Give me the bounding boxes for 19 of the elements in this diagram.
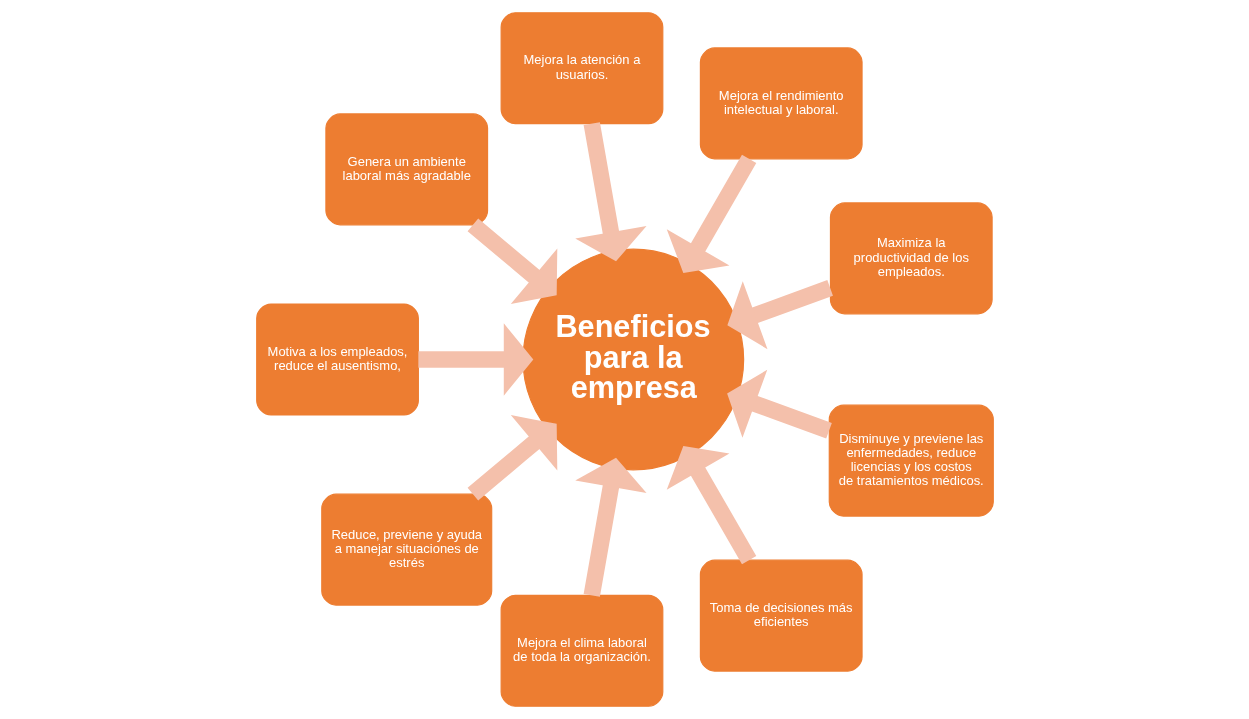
node-box: Mejora la atención a usuarios. [500, 12, 663, 125]
node-box: Toma de decisiones más eficientes [699, 559, 863, 672]
arrow [467, 218, 557, 304]
node-circle: Beneficios para la empresa [521, 248, 744, 471]
arrow [726, 369, 832, 439]
node-box: Maximiza la productividad de los empleados. [829, 202, 993, 315]
node-box: Genera un ambiente laboral más agradable [324, 113, 488, 226]
node-box: Reduce, previene y ayuda a manejar situaciones de estrés [320, 493, 492, 606]
arrow [574, 457, 647, 597]
arrow [726, 280, 833, 350]
node-box: Motiva a los empleados, reduce el ausentismo, [255, 303, 419, 416]
arrow [666, 154, 756, 273]
node-box: Mejora el clima laboral de toda la organización. [500, 594, 663, 707]
arrow [467, 415, 557, 501]
arrow [666, 446, 756, 565]
node-box: Disminuye y previene las enfermedades, reduce licencias y los costos de tratamientos médicos. [828, 404, 994, 517]
arrow [574, 122, 647, 262]
node-box: Mejora el rendimiento intelectual y laboral. [699, 47, 863, 160]
arrow [417, 323, 533, 396]
